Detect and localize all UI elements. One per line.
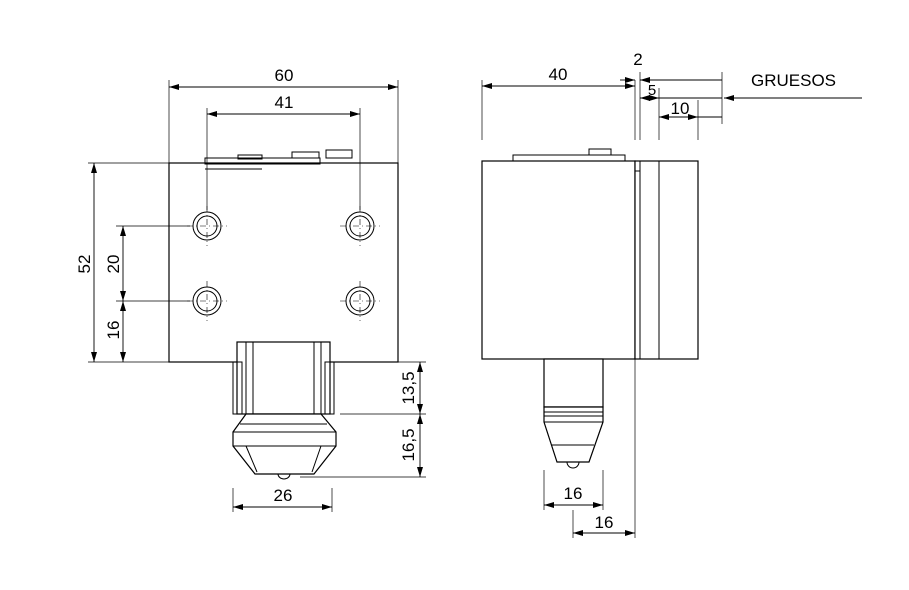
dim-head-16-5: 16,5 [300,414,426,478]
label-60: 60 [275,66,294,85]
dim-nozzle-16: 16 [543,470,604,510]
front-view: 60 41 52 20 16 [75,66,426,512]
label-2: 2 [633,50,642,69]
front-neck [232,341,335,415]
front-body [168,162,399,363]
label-52: 52 [75,255,94,274]
label-41: 41 [275,93,294,112]
label-16-5: 16,5 [399,428,418,461]
hole-top-right [340,206,380,246]
dim-offset-16: 16 [572,359,636,538]
front-top-plate [204,149,353,170]
label-16-left: 16 [104,321,123,340]
front-mounting-holes [187,206,380,321]
side-view: 40 2 5 10 GRUESOS [481,50,862,538]
side-top-plate [512,148,626,162]
dim-width-60: 60 [168,66,399,163]
label-40: 40 [549,65,568,84]
thickness-leader: GRUESOS [721,71,862,124]
label-16-offset: 16 [595,513,614,532]
dim-10: 10 [659,99,722,140]
hole-top-left [187,206,227,246]
hole-bottom-left [187,281,227,321]
label-20: 20 [104,255,123,274]
dim-2: 2 [620,50,722,140]
dim-holes-20: 20 [104,225,190,302]
dim-depth-40: 40 [481,65,636,140]
label-10: 10 [671,99,690,118]
dim-holes-41: 41 [206,93,361,210]
label-16-nozzle: 16 [564,484,583,503]
side-thickness-plates [634,160,699,360]
label-26: 26 [274,486,293,505]
dim-bottom-16: 16 [104,301,126,362]
side-nozzle [543,358,604,469]
label-13-5: 13,5 [399,371,418,404]
dim-neck-13-5: 13,5 [340,361,426,415]
label-5: 5 [648,82,656,99]
hole-bottom-right [340,281,380,321]
front-head [232,413,337,480]
side-body [481,160,636,360]
dim-base-26: 26 [232,486,333,512]
dim-height-52: 52 [75,162,169,363]
label-gruesos: GRUESOS [751,71,836,90]
